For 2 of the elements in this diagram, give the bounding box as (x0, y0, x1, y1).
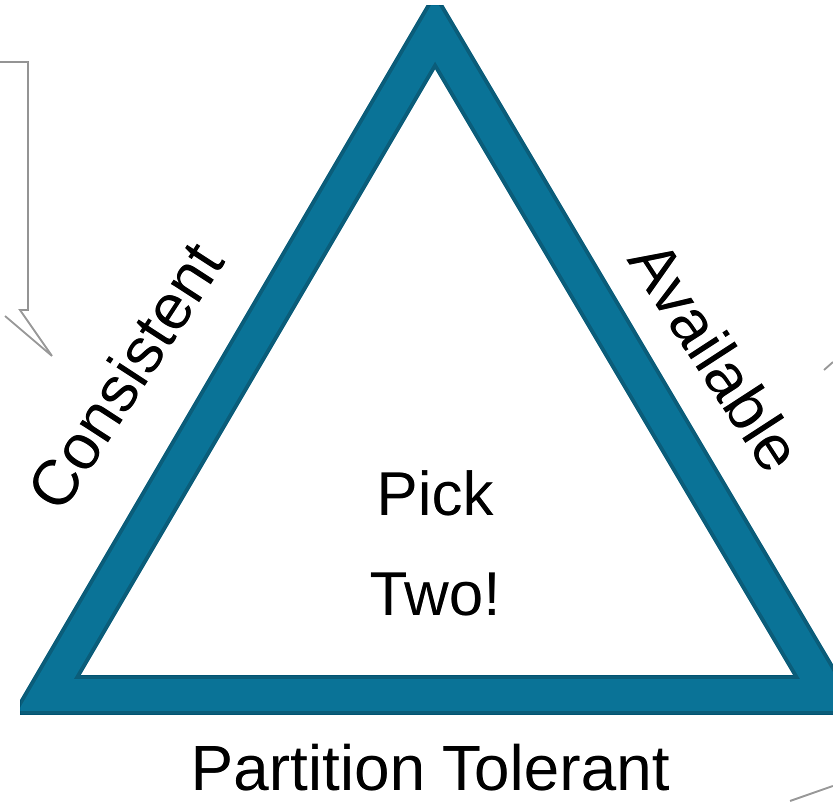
center-text: Pick Two! (368, 459, 502, 631)
side-label: Partition Tolerant (189, 731, 671, 806)
